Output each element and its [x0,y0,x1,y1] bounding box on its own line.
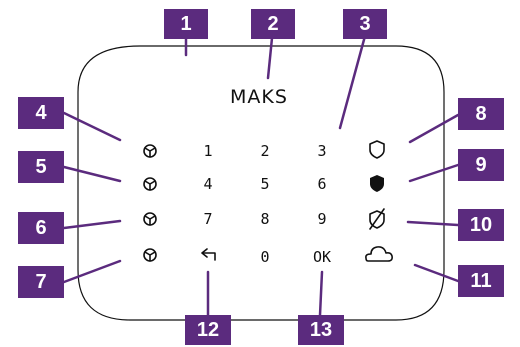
leader-lines [62,34,460,317]
key-2[interactable]: 2 [260,142,269,160]
callout-9: 9 [458,149,504,181]
cloud-icon[interactable] [365,246,393,262]
svg-text:8: 8 [475,103,486,125]
key-1[interactable]: 1 [203,142,212,160]
leader-3 [338,34,367,130]
callout-6: 6 [18,212,64,244]
svg-text:3: 3 [359,13,370,35]
svg-text:11: 11 [470,270,491,292]
leader-5 [62,165,122,183]
callout-10: 10 [458,209,504,241]
svg-text:2: 2 [267,13,278,35]
svg-text:9: 9 [475,154,486,176]
shield-filled-icon[interactable] [370,175,384,192]
svg-text:12: 12 [197,319,219,341]
leader-2 [266,36,274,80]
callout-4: 4 [18,97,64,129]
zone-icon[interactable] [143,212,157,226]
key-6[interactable]: 6 [317,175,326,193]
leader-9 [408,163,460,183]
leader-4 [62,111,122,142]
key-7[interactable]: 7 [203,210,212,228]
svg-text:10: 10 [470,214,492,236]
svg-text:13: 13 [310,319,332,341]
svg-text:6: 6 [35,217,46,239]
leader-11 [413,263,460,283]
svg-text:7: 7 [35,271,46,293]
brand-label: MAKS [230,86,288,108]
callout-11: 11 [458,265,504,297]
key-0[interactable]: 0 [260,248,269,266]
leader-6 [62,219,122,230]
svg-text:4: 4 [35,102,47,124]
zone-icon[interactable] [143,248,157,262]
key-4[interactable]: 4 [203,175,212,193]
callout-1: 1 [164,9,208,39]
shield-disabled-icon[interactable] [369,208,385,230]
key-9[interactable]: 9 [317,210,326,228]
back-arrow-icon[interactable] [201,248,216,261]
callout-2: 2 [251,9,295,39]
callout-3: 3 [343,9,387,39]
zone-icon[interactable] [143,144,157,158]
callout-12: 12 [185,315,231,345]
key-ok[interactable]: OK [313,248,331,266]
callout-5: 5 [18,151,64,183]
leader-10 [406,220,460,227]
callout-7: 7 [18,266,64,298]
key-5[interactable]: 5 [260,175,269,193]
callout-13: 13 [298,315,344,345]
keypad-housing [77,45,445,321]
callout-8: 8 [458,98,504,130]
shield-outline-icon[interactable] [369,140,385,159]
key-3[interactable]: 3 [317,142,326,160]
zone-icon[interactable] [143,177,157,191]
key-8[interactable]: 8 [260,210,269,228]
svg-text:1: 1 [180,13,191,35]
leader-7 [62,259,122,284]
leader-13 [318,270,324,317]
svg-text:5: 5 [35,156,46,178]
leader-8 [408,113,460,144]
